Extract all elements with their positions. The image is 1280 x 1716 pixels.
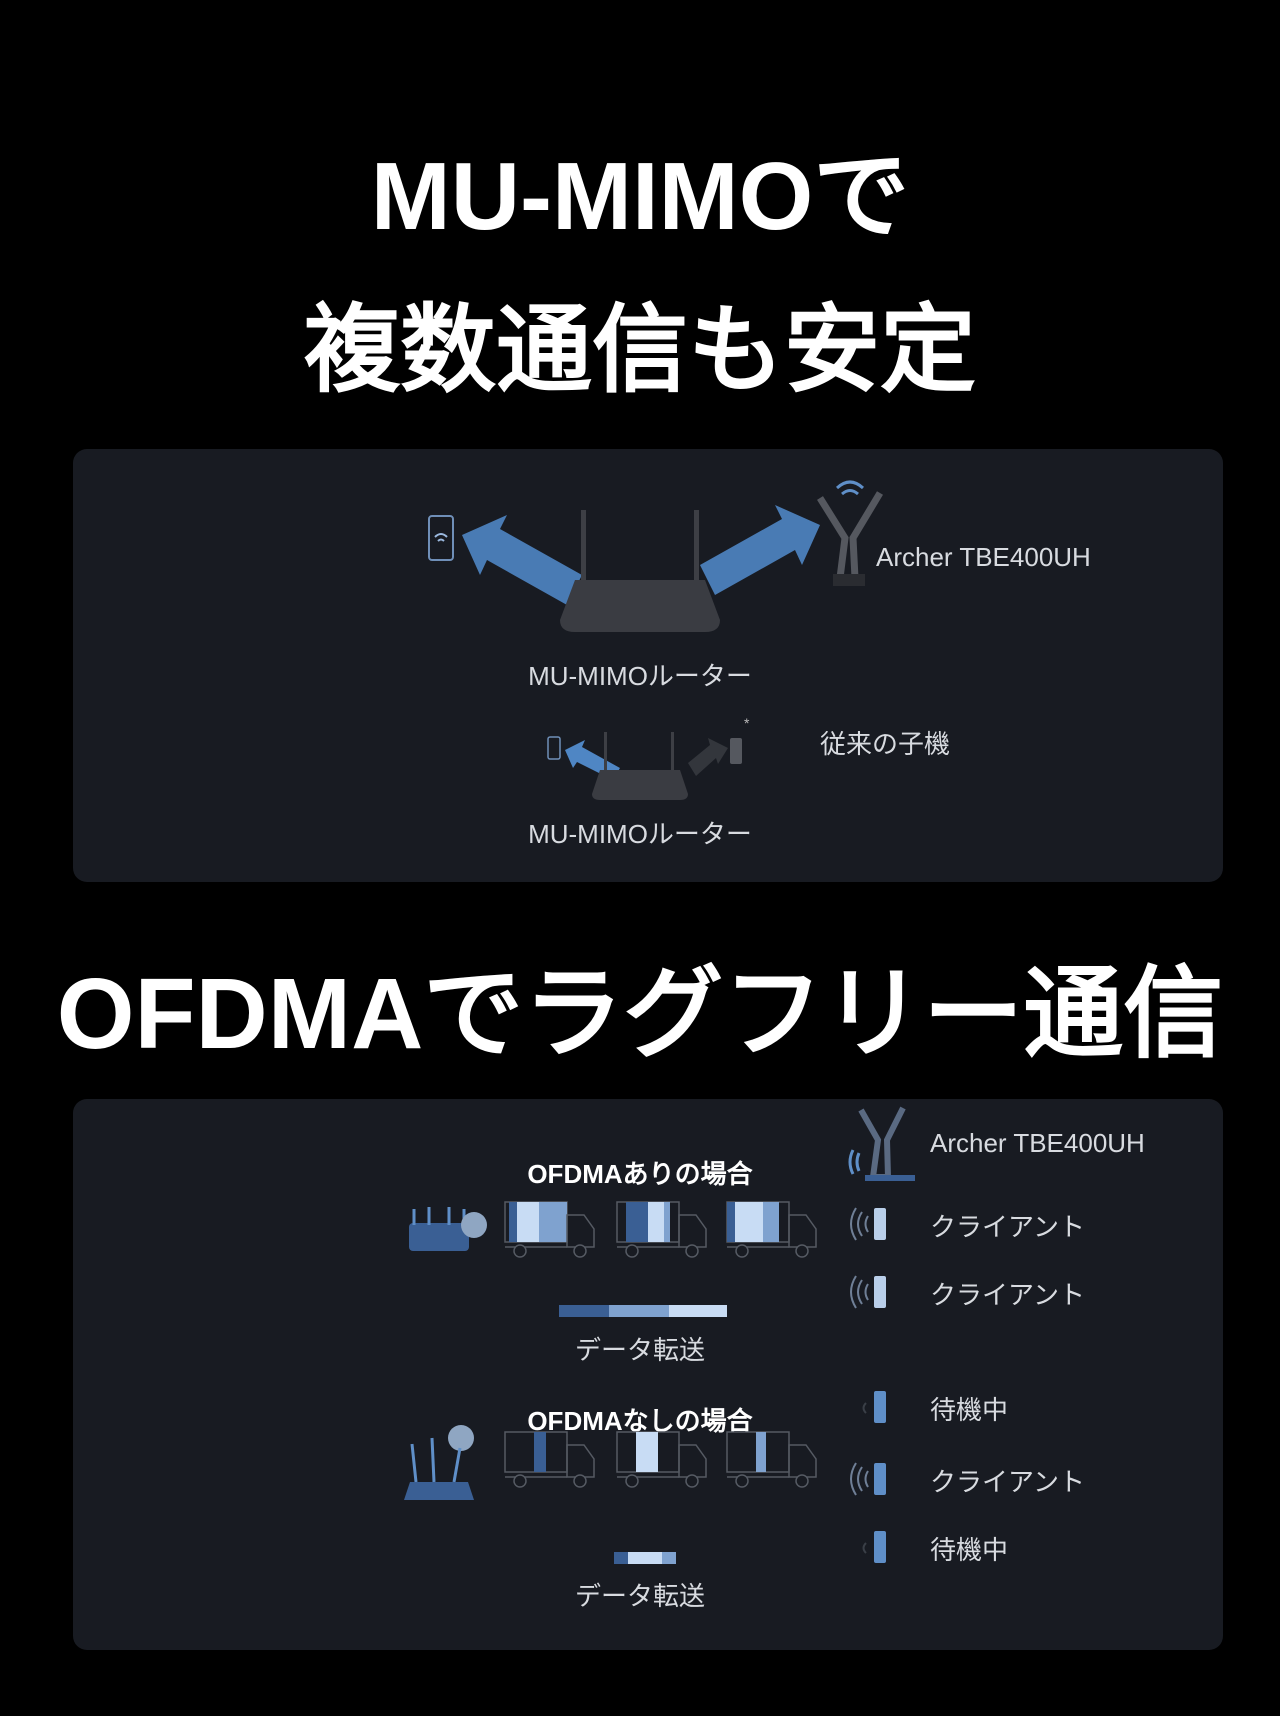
with-ofdma-title: OFDMAありの場合 [527, 1159, 753, 1189]
router-label-bottom: MU-MIMOルーター [528, 819, 752, 849]
data-transfer-bar-with [559, 1305, 727, 1317]
phone-small-icon [547, 736, 561, 760]
legacy-adapter-icon: * [730, 715, 750, 764]
client-device-icon [850, 1207, 886, 1241]
legacy-device-label: 従来の子機 [820, 729, 951, 759]
client-label: クライアント [930, 1212, 1085, 1242]
truck-icon [616, 1201, 707, 1258]
data-transfer-label-with: データ転送 [574, 1335, 706, 1365]
client-device-icon [850, 1275, 886, 1309]
data-transfer-bar-without [614, 1552, 676, 1564]
usb-adapter-icon [817, 480, 884, 586]
beam-left-arrow-icon [462, 515, 582, 605]
client-label: Archer TBE400UH [930, 1128, 1145, 1158]
router-small-icon [592, 732, 688, 800]
truck-icon [616, 1431, 707, 1488]
client-label: 待機中 [930, 1535, 1009, 1565]
router-label-top: MU-MIMOルーター [528, 661, 752, 691]
idle-device-icon [862, 1531, 886, 1563]
idle-device-icon [862, 1391, 886, 1423]
truck-icon [726, 1431, 817, 1488]
router-with-icon [409, 1207, 487, 1251]
headline-ofdma: OFDMAでラグフリー通信 [56, 958, 1224, 1070]
data-transfer-label-without: データ転送 [574, 1581, 706, 1611]
headline-line-1: MU-MIMOで [370, 143, 910, 250]
beam-right-arrow-icon [700, 505, 820, 595]
client-label: クライアント [930, 1467, 1085, 1497]
archer-adapter-icon [848, 1106, 915, 1181]
client-device-icon [850, 1462, 886, 1496]
mu-mimo-panel [73, 449, 1223, 882]
truck-icon [504, 1431, 595, 1488]
headline-line-2: 複数通信も安定 [304, 297, 976, 404]
without-ofdma-title: OFDMAなしの場合 [527, 1406, 753, 1436]
svg-text:*: * [744, 715, 750, 731]
adapter-label: Archer TBE400UH [876, 542, 1091, 572]
router-without-icon [404, 1425, 474, 1500]
truck-icon [726, 1201, 817, 1258]
client-label: クライアント [930, 1280, 1085, 1310]
router-icon [560, 510, 720, 632]
client-label: 待機中 [930, 1395, 1009, 1425]
truck-icon [504, 1201, 595, 1258]
phone-icon [428, 515, 454, 561]
beam-small-right-icon [688, 738, 728, 776]
